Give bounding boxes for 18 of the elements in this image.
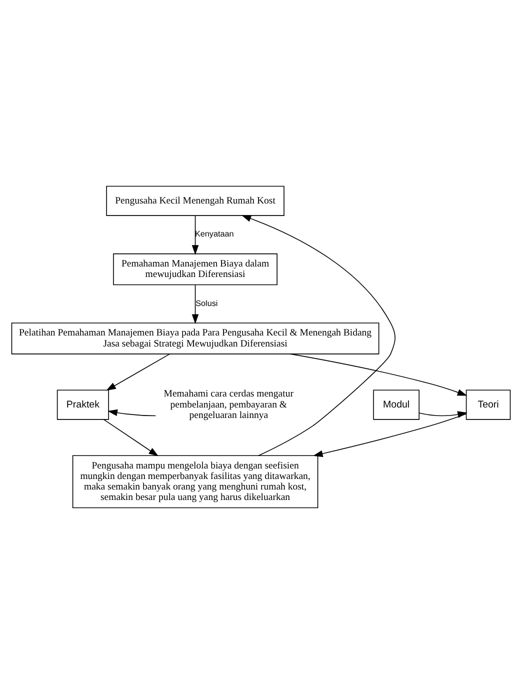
edge-label: Solusi: [196, 298, 218, 308]
arrow: [106, 353, 170, 390]
arrow: [192, 284, 199, 324]
node-box: Modul: [373, 389, 420, 420]
arrow: [290, 353, 468, 396]
node-box: Praktek: [56, 389, 109, 420]
node-box: Teori: [466, 389, 511, 420]
arrow: [192, 214, 199, 254]
arrow: [108, 408, 156, 416]
arrow: [103, 418, 158, 456]
node-box: Pengusaha mampu mengelola biaya dengan seefisien mungkin dengan memperbanyak fasilitas yang ditawarkan, maka semakin banyak orang yang menghuni rumah kost, semakin besar pula uang yang harus dikeluarkan: [72, 454, 318, 508]
node-box: Pemahaman Manajemen Biaya dalam mewujudkan Diferensiasi: [113, 252, 278, 285]
arrow: [312, 413, 467, 456]
node-box: Pelatihan Pemahaman Manajemen Biaya pada Para Pengusaha Kecil & Menengah Bidang Jasa sebagai Strategi Mewujudkan Diferensiasi: [11, 322, 380, 354]
arrow: [241, 214, 396, 456]
node-box: Pengusaha Kecil Menengah Rumah Kost: [106, 185, 284, 216]
node-text: Memahami cara cerdas mengatur pembelanjaan, pembayaran & pengeluaran lainnya: [164, 388, 294, 420]
edge-label: Kenyataan: [194, 229, 234, 238]
